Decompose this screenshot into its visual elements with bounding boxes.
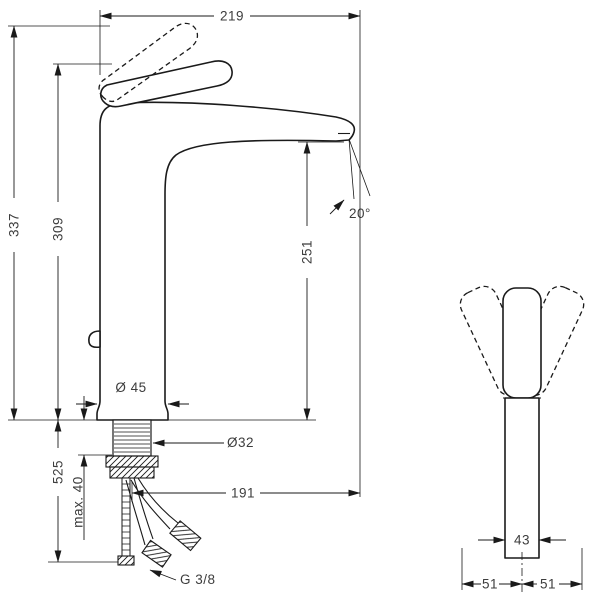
dim-below-height-label: 525 [51,460,66,484]
dim-base-diameter: Ø 45 [76,380,189,408]
handle-lever-raised-dashed [98,22,199,103]
dim-337: 337 [7,25,110,421]
dim-left-swing-label: 51 [482,577,498,592]
side-view: 43 51 51 [459,285,585,592]
drain-lever [88,330,101,349]
threaded-shank [112,419,152,457]
dim-shank-diameter-label: Ø32 [227,435,254,450]
dim-max-thickness-label: max. 40 [71,476,86,528]
dim-51-51: 51 51 [461,548,583,592]
dim-191: 191 [131,482,361,502]
dim-height-body-label: 309 [51,217,66,241]
angle-leader-arrow [329,199,345,215]
mounting-nut [109,466,155,479]
dim-309: 309 [51,63,112,421]
dim-body-width-label: 43 [514,533,530,548]
supply-hose-a [130,477,202,552]
dim-outlet-height-label: 251 [300,240,315,264]
hose-a-connector [169,520,202,552]
mounting-stud [117,477,135,566]
dim-525: 525 [48,419,118,563]
dim-width-top-label: 219 [220,9,244,24]
dim-shank-diameter: Ø32 [152,435,254,450]
mounting-plate [105,455,159,468]
dim-max-40: max. 40 [71,396,88,540]
faucet-body [96,101,356,421]
dim-43: 43 [478,533,566,548]
spout-angle-annotation: 20° [329,138,370,221]
front-view: 20° 219 337 309 525 [7,9,371,588]
dim-251: 251 [298,141,344,421]
hose-b-connector [141,539,172,568]
stud-nut [117,555,135,566]
dim-thread: G 3/8 [149,569,216,587]
handle-lever [99,60,233,108]
side-handle-profile [502,287,542,399]
dim-height-total-label: 337 [7,213,22,237]
dim-base-diameter-label: Ø 45 [115,380,146,395]
dim-thread-label: G 3/8 [180,572,216,587]
supply-hose-b [125,477,172,568]
dim-reach-label: 191 [231,486,255,501]
dim-right-swing-label: 51 [540,577,556,592]
